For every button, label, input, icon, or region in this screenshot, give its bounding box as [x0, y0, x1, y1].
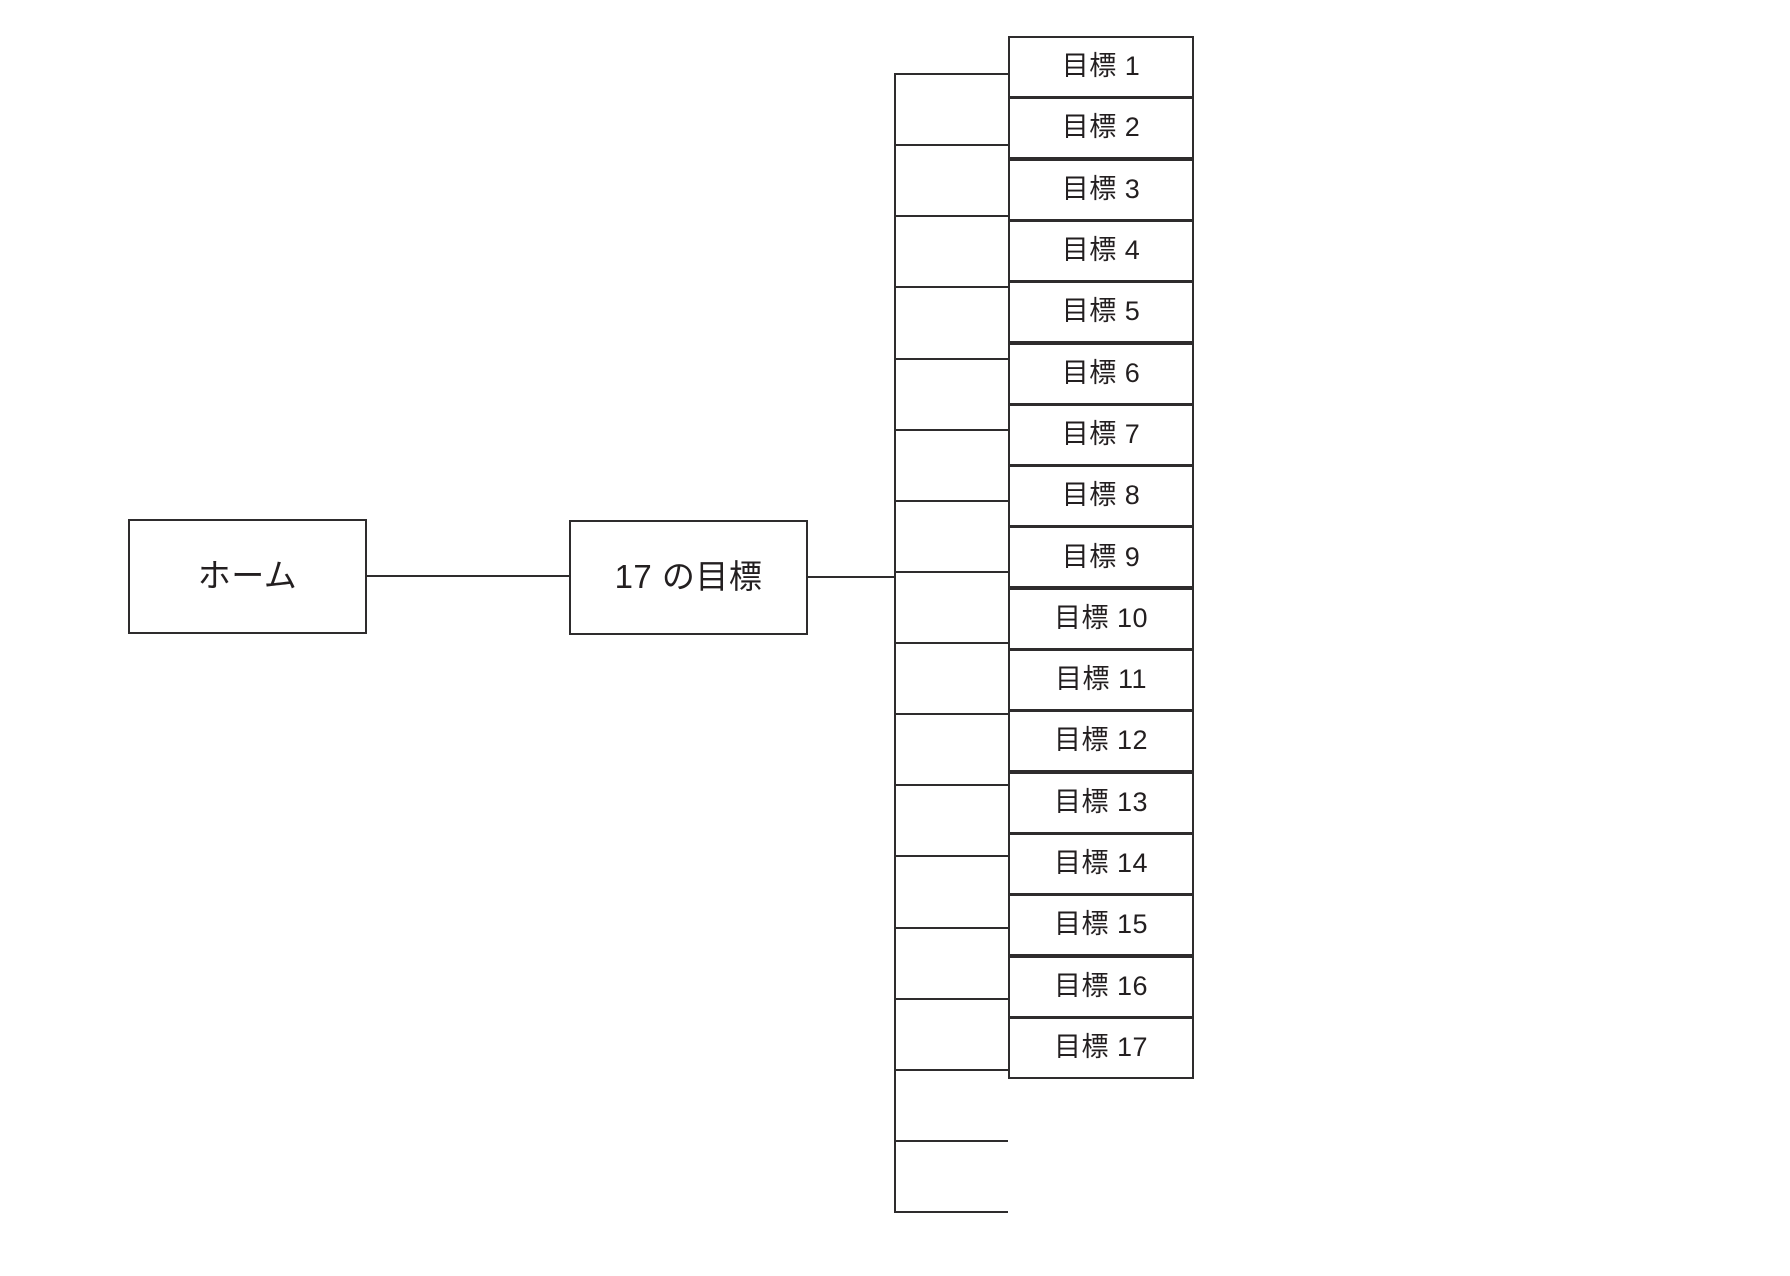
- connector-branch-14: [894, 997, 1008, 1000]
- connector-branch-3: [894, 215, 1008, 218]
- node-goal-2-label: 目標 2: [1061, 112, 1141, 143]
- connector-branch-17: [894, 1211, 1008, 1213]
- connector-branch-7: [894, 499, 1008, 502]
- node-goal-14[interactable]: 目標 14: [1008, 832, 1194, 895]
- node-goal-5[interactable]: 目標 5: [1008, 281, 1194, 344]
- node-goal-2[interactable]: 目標 2: [1008, 97, 1194, 160]
- node-goal-15[interactable]: 目標 15: [1008, 894, 1194, 957]
- connector-branch-4: [894, 286, 1008, 289]
- node-goal-13[interactable]: 目標 13: [1008, 771, 1194, 834]
- node-goal-10[interactable]: 目標 10: [1008, 587, 1194, 650]
- connector-branch-8: [894, 570, 1008, 573]
- node-goal-1[interactable]: 目標 1: [1008, 36, 1194, 98]
- node-goal-15-label: 目標 15: [1053, 909, 1149, 940]
- node-goal-4-label: 目標 4: [1061, 235, 1141, 266]
- connector-branch-15: [894, 1068, 1008, 1071]
- node-goal-12[interactable]: 目標 12: [1008, 710, 1194, 773]
- connector-branch-2: [894, 144, 1008, 147]
- node-goal-1-label: 目標 1: [1061, 51, 1141, 82]
- node-goal-9-label: 目標 9: [1061, 541, 1141, 572]
- node-goal-16-label: 目標 16: [1053, 970, 1149, 1001]
- connector-branch-9: [894, 642, 1008, 644]
- connector-branch-13: [894, 926, 1008, 929]
- node-goal-5-label: 目標 5: [1061, 296, 1141, 327]
- connector-branch-1: [894, 73, 1008, 75]
- connector-branch-12: [894, 855, 1008, 858]
- connector-branch-5: [894, 357, 1008, 360]
- node-goal-8-label: 目標 8: [1061, 480, 1141, 511]
- node-goal-17[interactable]: 目標 17: [1008, 1016, 1194, 1079]
- node-seventeen-goals[interactable]: 17 の目標: [569, 520, 808, 635]
- node-home[interactable]: ホーム: [128, 519, 367, 634]
- node-goal-7[interactable]: 目標 7: [1008, 403, 1194, 466]
- node-goal-3-label: 目標 3: [1061, 173, 1141, 204]
- node-goal-3[interactable]: 目標 3: [1008, 158, 1194, 221]
- node-goal-9[interactable]: 目標 9: [1008, 526, 1194, 589]
- node-goal-7-label: 目標 7: [1061, 418, 1141, 449]
- connector-branch-6: [894, 428, 1008, 431]
- node-goal-8[interactable]: 目標 8: [1008, 465, 1194, 528]
- connector-goals-to-spine: [807, 576, 895, 578]
- connector-branch-16: [894, 1139, 1008, 1142]
- connector-home-to-goals: [367, 575, 569, 577]
- node-goal-14-label: 目標 14: [1053, 848, 1149, 879]
- connector-branch-11: [894, 784, 1008, 787]
- node-goal-6-label: 目標 6: [1061, 357, 1141, 388]
- node-home-label: ホーム: [197, 557, 298, 595]
- node-goal-11[interactable]: 目標 11: [1008, 649, 1194, 711]
- node-goal-17-label: 目標 17: [1053, 1031, 1149, 1062]
- node-goal-11-label: 目標 11: [1054, 664, 1148, 695]
- node-goal-12-label: 目標 12: [1053, 725, 1149, 756]
- node-goal-4[interactable]: 目標 4: [1008, 219, 1194, 282]
- node-goal-16[interactable]: 目標 16: [1008, 955, 1194, 1018]
- node-goal-10-label: 目標 10: [1053, 602, 1149, 633]
- node-goal-13-label: 目標 13: [1053, 786, 1149, 817]
- node-seventeen-goals-label: 17 の目標: [614, 558, 763, 596]
- node-goal-6[interactable]: 目標 6: [1008, 342, 1194, 405]
- connector-branch-10: [894, 713, 1008, 716]
